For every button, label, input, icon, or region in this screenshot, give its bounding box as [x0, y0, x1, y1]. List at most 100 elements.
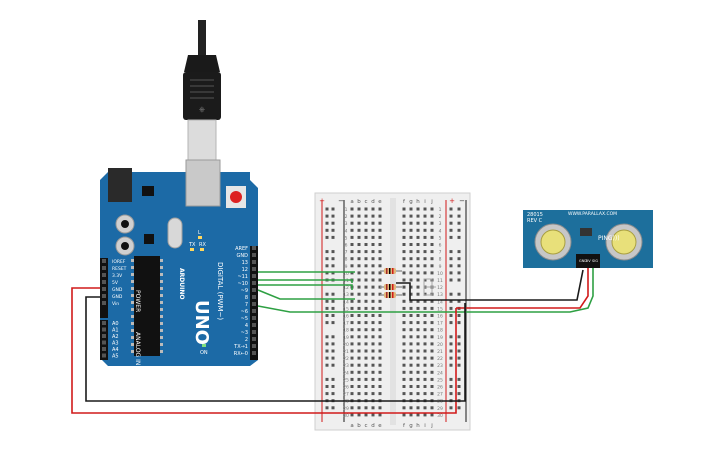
breadboard-hole[interactable]	[416, 356, 420, 360]
rail-hole[interactable]	[325, 264, 329, 268]
breadboard-hole[interactable]	[378, 214, 382, 218]
rail-hole[interactable]	[457, 207, 461, 211]
breadboard-hole[interactable]	[371, 278, 375, 282]
breadboard-hole[interactable]	[350, 257, 354, 261]
breadboard-hole[interactable]	[350, 342, 354, 346]
rail-hole[interactable]	[449, 342, 453, 346]
rail-hole[interactable]	[457, 349, 461, 353]
breadboard-hole[interactable]	[423, 406, 427, 410]
breadboard-hole[interactable]	[378, 377, 382, 381]
breadboard-hole[interactable]	[350, 221, 354, 225]
breadboard-hole[interactable]	[371, 243, 375, 246]
breadboard-hole[interactable]	[409, 264, 413, 268]
rail-hole[interactable]	[331, 299, 335, 303]
breadboard-hole[interactable]	[430, 392, 434, 396]
wire-5v-sensor[interactable]	[456, 268, 589, 309]
breadboard-hole[interactable]	[357, 243, 361, 246]
breadboard-hole[interactable]	[416, 299, 420, 303]
breadboard-hole[interactable]	[402, 228, 406, 232]
breadboard-hole[interactable]	[357, 335, 361, 339]
rail-hole[interactable]	[325, 385, 329, 388]
rail-hole[interactable]	[449, 278, 453, 282]
ping-ultrasonic-sensor[interactable]: 28015 REV C WWW.PARALLAX.COM PING))) GND…	[523, 210, 653, 268]
breadboard-hole[interactable]	[409, 285, 413, 289]
breadboard-hole[interactable]	[430, 243, 434, 246]
digital-pin-socket[interactable]	[252, 302, 256, 306]
breadboard-hole[interactable]	[350, 314, 354, 317]
breadboard-hole[interactable]	[416, 349, 420, 353]
rail-hole[interactable]	[449, 228, 453, 232]
breadboard-hole[interactable]	[409, 292, 413, 296]
breadboard-hole[interactable]	[378, 207, 382, 211]
breadboard-hole[interactable]	[364, 413, 368, 417]
power-pin-socket[interactable]	[102, 266, 106, 270]
resistor-3[interactable]	[380, 292, 402, 298]
breadboard-hole[interactable]	[378, 392, 382, 396]
digital-pin-socket[interactable]	[252, 337, 256, 341]
breadboard-hole[interactable]	[371, 228, 375, 232]
rail-hole[interactable]	[457, 221, 461, 225]
breadboard-hole[interactable]	[364, 363, 368, 367]
breadboard-hole[interactable]	[371, 250, 375, 254]
breadboard-hole[interactable]	[350, 271, 354, 275]
rail-hole[interactable]	[331, 335, 335, 339]
breadboard-hole[interactable]	[416, 306, 420, 310]
wire-5v-board[interactable]	[71, 287, 457, 414]
breadboard-hole[interactable]	[423, 264, 427, 268]
breadboard-hole[interactable]	[402, 214, 406, 218]
breadboard-hole[interactable]	[416, 363, 420, 367]
breadboard-hole[interactable]	[409, 328, 413, 332]
rail-hole[interactable]	[325, 306, 329, 310]
rail-hole[interactable]	[457, 406, 461, 410]
breadboard-hole[interactable]	[357, 406, 361, 410]
breadboard-hole[interactable]	[378, 243, 382, 246]
rail-hole[interactable]	[457, 292, 461, 296]
rail-hole[interactable]	[331, 314, 335, 317]
breadboard-hole[interactable]	[402, 243, 406, 246]
breadboard-hole[interactable]	[430, 207, 434, 211]
breadboard-hole[interactable]	[402, 385, 406, 388]
breadboard-hole[interactable]	[409, 321, 413, 325]
breadboard-hole[interactable]	[430, 413, 434, 417]
power-pin-socket[interactable]	[102, 287, 106, 291]
breadboard-hole[interactable]	[416, 207, 420, 211]
breadboard-hole[interactable]	[350, 363, 354, 367]
breadboard-hole[interactable]	[357, 413, 361, 417]
rail-hole[interactable]	[331, 385, 335, 388]
breadboard-hole[interactable]	[371, 271, 375, 275]
breadboard-hole[interactable]	[402, 356, 406, 360]
breadboard-hole[interactable]	[409, 413, 413, 417]
breadboard-hole[interactable]	[402, 306, 406, 310]
rail-hole[interactable]	[449, 214, 453, 218]
breadboard-hole[interactable]	[371, 257, 375, 261]
breadboard-hole[interactable]	[402, 342, 406, 346]
breadboard-hole[interactable]	[350, 292, 354, 296]
breadboard-hole[interactable]	[364, 342, 368, 346]
breadboard-hole[interactable]	[409, 243, 413, 246]
breadboard-hole[interactable]	[371, 299, 375, 303]
breadboard-hole[interactable]	[364, 271, 368, 275]
reset-button[interactable]	[230, 191, 242, 203]
breadboard-hole[interactable]	[357, 370, 361, 374]
resistor-1[interactable]	[380, 268, 402, 274]
rail-hole[interactable]	[325, 257, 329, 261]
rail-hole[interactable]	[457, 214, 461, 218]
breadboard-hole[interactable]	[357, 363, 361, 367]
rail-hole[interactable]	[449, 321, 453, 325]
breadboard-hole[interactable]	[371, 342, 375, 346]
breadboard-hole[interactable]	[378, 314, 382, 317]
breadboard-hole[interactable]	[350, 356, 354, 360]
rail-hole[interactable]	[331, 264, 335, 268]
rail-hole[interactable]	[331, 377, 335, 381]
breadboard-hole[interactable]	[350, 392, 354, 396]
breadboard-hole[interactable]	[423, 228, 427, 232]
breadboard-hole[interactable]	[364, 321, 368, 325]
power-pin-socket[interactable]	[102, 280, 106, 284]
rail-hole[interactable]	[331, 257, 335, 261]
breadboard-hole[interactable]	[371, 356, 375, 360]
breadboard-hole[interactable]	[371, 321, 375, 325]
breadboard-hole[interactable]	[423, 392, 427, 396]
breadboard-hole[interactable]	[416, 342, 420, 346]
breadboard-hole[interactable]	[430, 271, 434, 275]
digital-pin-socket[interactable]	[252, 274, 256, 278]
